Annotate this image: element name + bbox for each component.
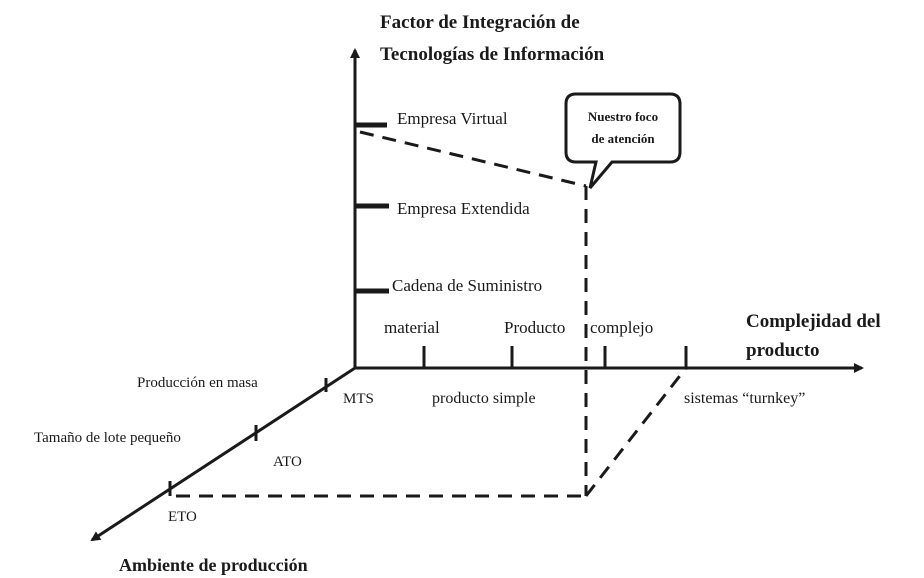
callout-line2: de atención [591,131,655,146]
vertical-axis-title-line2: Tecnologías de Información [380,44,605,65]
callout-bubble [564,92,682,189]
callout-line1: Nuestro foco [588,109,658,124]
production-label-mts: MTS [343,391,374,407]
diagonal-axis [90,366,356,542]
dashed-line-diagonal [584,367,688,497]
product-label-complejo: complejo [590,318,653,337]
level-label-empresa-virtual: Empresa Virtual [397,109,508,128]
production-label-masa: Producción en masa [137,375,258,391]
horizontal-axis-title-line2: producto [746,340,820,361]
product-label-sistemas-turnkey: sistemas “turnkey” [684,390,805,407]
production-label-lote-pequeno: Tamaño de lote pequeño [34,430,181,446]
vertical-axis-title-line1: Factor de Integración de [380,12,580,33]
product-label-material: material [384,318,440,337]
production-label-eto: ETO [168,509,197,525]
product-label-producto: Producto [504,318,565,337]
production-label-ato: ATO [273,454,302,470]
level-label-empresa-extendida: Empresa Extendida [397,199,530,218]
product-label-producto-simple: producto simple [432,390,536,407]
dashed-line-top [359,130,587,188]
level-label-cadena-suministro: Cadena de Suministro [392,276,542,295]
horizontal-axis-title-line1: Complejidad del [746,311,881,332]
diagonal-axis-title: Ambiente de producción [119,555,308,575]
